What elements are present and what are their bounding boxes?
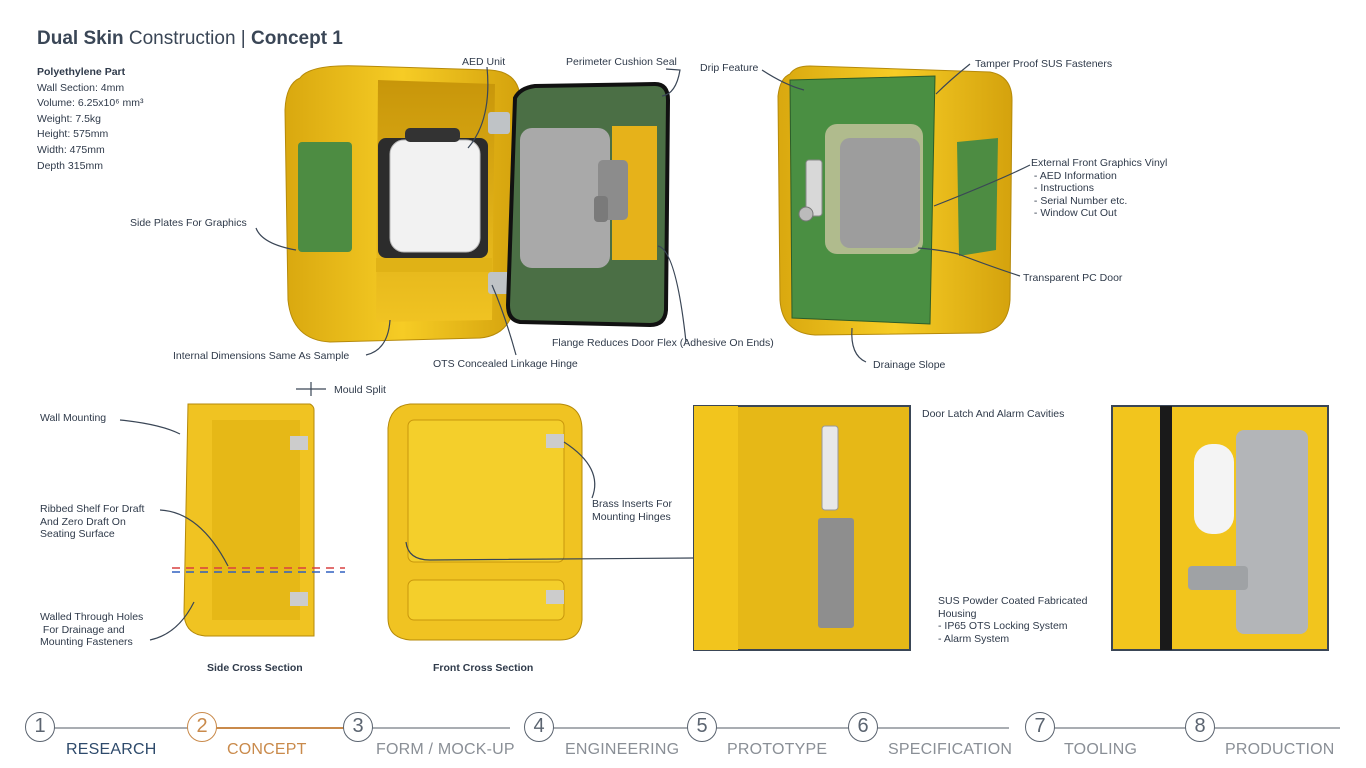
front-cross-section: [387, 403, 583, 641]
step-label: SPECIFICATION: [888, 741, 1013, 758]
step-rule: [877, 727, 1009, 729]
step-rule: [553, 727, 688, 729]
spec-list: Polyethylene Part Wall Section: 4mm Volu…: [37, 65, 143, 174]
cabinet-open-illustration: [284, 65, 521, 343]
caption-front-section: Front Cross Section: [433, 662, 534, 674]
label-mould-split: Mould Split: [334, 384, 386, 396]
step-label: CONCEPT: [227, 741, 307, 758]
title-bold-1: Dual Skin: [37, 28, 124, 49]
step-label: PRODUCTION: [1225, 741, 1335, 758]
label-flange: Flange Reduces Door Flex (Adhesive On En…: [552, 337, 774, 349]
side-cross-section: [172, 403, 345, 637]
page-title: Dual Skin Construction | Concept 1: [37, 28, 343, 50]
step-number: 8: [1185, 712, 1215, 742]
label-hinge: OTS Concealed Linkage Hinge: [433, 358, 578, 370]
step-number: 6: [848, 712, 878, 742]
label-wall-mounting: Wall Mounting: [40, 412, 107, 424]
aed-unit-shape: [389, 139, 481, 253]
product-illustrations: [119, 63, 1329, 651]
label-internal-dims: Internal Dimensions Same As Sample: [173, 350, 350, 362]
step-number: 7: [1025, 712, 1055, 742]
cabinet-closed-illustration: [777, 65, 1013, 336]
spec-height: Height: 575mm: [37, 128, 109, 141]
step-number: 5: [687, 712, 717, 742]
door-open-illustration: [505, 81, 671, 328]
side-plate-graphic: [298, 142, 352, 252]
step-number: 1: [25, 712, 55, 742]
lock-detail-box: [1111, 405, 1329, 651]
step-label: TOOLING: [1064, 741, 1138, 758]
label-aed-unit: AED Unit: [462, 56, 506, 68]
label-drainage-slope: Drainage Slope: [873, 359, 946, 371]
label-latch-cavities: Door Latch And Alarm Cavities: [922, 408, 1065, 420]
label-pc-door: Transparent PC Door: [1023, 272, 1123, 284]
label-ribbed-shelf: Ribbed Shelf For Draft And Zero Draft On…: [40, 503, 145, 541]
title-bold-2: Concept 1: [251, 28, 343, 49]
step-rule: [216, 727, 344, 729]
spec-weight: Weight: 7.5kg: [37, 112, 102, 125]
label-tamper-fasteners: Tamper Proof SUS Fasteners: [975, 58, 1113, 70]
label-walled-holes: Walled Through Holes For Drainage and Mo…: [40, 611, 144, 649]
spec-depth: Depth 315mm: [37, 159, 103, 172]
step-number: 4: [524, 712, 554, 742]
step-number: 2: [187, 712, 217, 742]
step-label: PROTOTYPE: [727, 741, 828, 758]
latch-detail-box: [693, 405, 911, 651]
label-graphics-vinyl: External Front Graphics Vinyl - AED Info…: [1031, 157, 1168, 220]
label-side-plates: Side Plates For Graphics: [130, 217, 247, 229]
spec-width: Width: 475mm: [37, 143, 105, 156]
title-normal: Construction |: [123, 28, 252, 49]
spec-volume: Volume: 6.25x10⁶ mm³: [37, 97, 144, 110]
step-number: 3: [343, 712, 373, 742]
step-rule: [372, 727, 510, 729]
step-rule: [1214, 727, 1340, 729]
label-brass-inserts: Brass Inserts For Mounting Hinges: [592, 498, 672, 523]
step-rule: [716, 727, 849, 729]
label-sus-housing: SUS Powder Coated Fabricated Housing - I…: [938, 595, 1088, 645]
caption-side-section: Side Cross Section: [207, 662, 303, 674]
step-rule: [1054, 727, 1186, 729]
label-drip-feature: Drip Feature: [700, 62, 759, 74]
step-label: ENGINEERING: [565, 741, 680, 758]
step-label: RESEARCH: [66, 741, 157, 758]
label-perimeter-seal: Perimeter Cushion Seal: [566, 56, 677, 68]
spec-heading: Polyethylene Part: [37, 66, 126, 78]
step-label: FORM / MOCK-UP: [376, 741, 515, 758]
spec-wall: Wall Section: 4mm: [37, 81, 125, 94]
step-rule: [54, 727, 189, 729]
